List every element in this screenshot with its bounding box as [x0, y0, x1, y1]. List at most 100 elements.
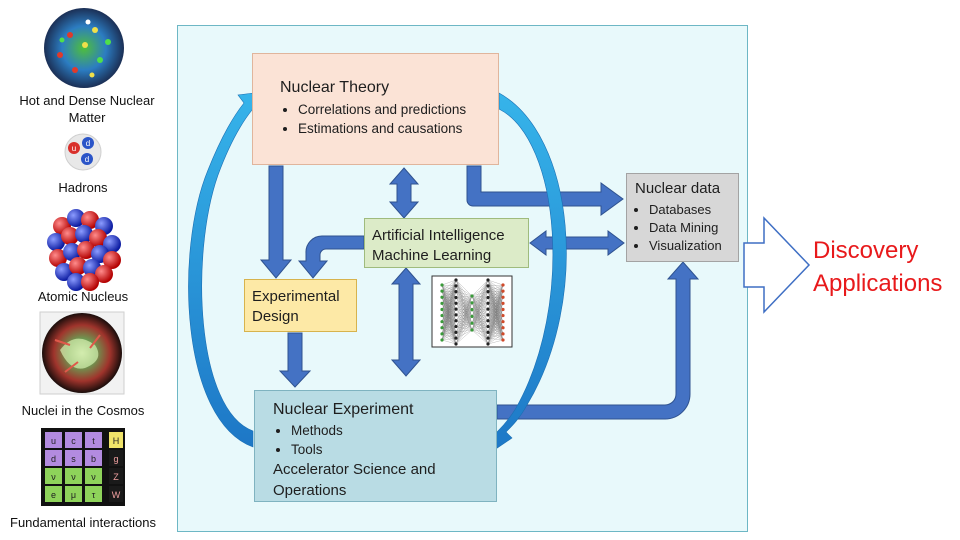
ai-line-2: Machine Learning [372, 247, 492, 264]
arrow-theory-to-data [466, 165, 624, 216]
nn-edge [487, 320, 504, 341]
arrow-ai-data [529, 230, 625, 256]
nn-edge [441, 326, 457, 341]
nn-edge [441, 279, 457, 334]
nn-node [454, 301, 458, 305]
particle-cell [85, 486, 102, 502]
nn-edge [471, 279, 489, 317]
nn-edge [487, 297, 504, 310]
nn-edge [455, 295, 473, 333]
nn-node [470, 294, 474, 298]
nn-edge [471, 285, 489, 331]
nn-edge [455, 285, 473, 324]
nn-edge [471, 329, 489, 345]
particle-cell [65, 468, 82, 484]
nn-edge [471, 314, 489, 331]
particle-cell [45, 450, 62, 466]
nn-edge [471, 302, 489, 310]
nn-edge [441, 279, 457, 316]
nn-edge [487, 279, 504, 286]
particle-symbol: t [92, 436, 95, 446]
nn-edge [455, 309, 473, 327]
theory-bullet-1: Correlations and predictions [298, 100, 498, 119]
nn-edge [455, 302, 473, 327]
nn-node [501, 301, 505, 305]
neural-network-icon [431, 275, 513, 348]
nn-edge [487, 303, 504, 316]
arrow-design-to-experiment [278, 332, 312, 388]
data-bullet-2: Data Mining [649, 219, 738, 237]
experiment-bullet-1: Methods [291, 421, 496, 440]
nn-edge [487, 315, 504, 345]
particle-symbol: c [71, 436, 76, 446]
neutron-ball [47, 233, 65, 251]
nn-edge [471, 285, 489, 324]
nn-edge [441, 297, 457, 341]
nn-edge [455, 309, 473, 321]
nn-edge [455, 291, 473, 331]
nuclear-theory-box: Nuclear Theory Correlations and predicti… [252, 53, 499, 165]
nn-node [440, 313, 444, 318]
nn-edge [487, 284, 504, 315]
nn-node [486, 336, 490, 340]
hadron-quark-2: d [86, 139, 90, 148]
nn-node [501, 307, 505, 312]
hadron-quark-1: u [72, 144, 76, 153]
boson-cell [109, 450, 123, 466]
nn-edge [471, 302, 489, 339]
nn-edge [441, 309, 457, 341]
nn-node [470, 308, 474, 312]
nn-node [470, 301, 474, 305]
nn-edge [455, 316, 473, 345]
proton-ball [81, 273, 99, 291]
nn-node [486, 330, 490, 334]
nn-edge [487, 279, 504, 292]
proton-ball [77, 241, 95, 259]
nn-edge [471, 297, 489, 317]
nuclear-experiment-box: Nuclear Experiment Methods Tools Acceler… [254, 390, 497, 502]
nn-edge [487, 291, 504, 310]
nn-edge [487, 297, 504, 316]
particle-cell [45, 468, 62, 484]
nn-edge [471, 285, 489, 310]
nn-edge [455, 297, 473, 331]
particle-symbol: g [113, 454, 118, 464]
nn-edge [487, 291, 504, 304]
neutron-ball [63, 243, 81, 261]
nn-edge [455, 320, 473, 324]
particle-symbol: Z [113, 472, 119, 482]
nn-node [454, 330, 458, 334]
nn-node [486, 290, 490, 294]
ai-line-1: Artificial Intelligence [372, 227, 505, 244]
nn-edge [455, 316, 473, 327]
nn-node [454, 290, 458, 294]
nn-node [470, 321, 474, 325]
nn-edge [487, 284, 504, 321]
nn-edge [471, 297, 489, 324]
nn-edge [455, 302, 473, 339]
nn-node [440, 289, 444, 293]
neutron-ball [75, 225, 93, 243]
nn-edge [455, 316, 473, 339]
nn-edge [441, 303, 457, 341]
nn-node [454, 342, 458, 346]
discovery-text: Discovery Applications [813, 234, 942, 300]
data-bullet-1: Databases [649, 201, 738, 219]
nn-edge [455, 295, 473, 321]
nn-edge [471, 291, 489, 317]
nn-node [454, 295, 458, 300]
nn-edge [455, 302, 473, 333]
nn-edge [471, 279, 489, 297]
nn-edge [441, 315, 457, 333]
nn-edge [441, 284, 457, 304]
arrow-theory-ai [388, 167, 420, 219]
nn-edge [471, 329, 489, 339]
nn-edge [455, 279, 473, 324]
nn-edge [471, 291, 489, 331]
particle-symbol: b [91, 454, 96, 464]
nn-edge [455, 323, 473, 327]
nn-node [470, 328, 474, 332]
proton-ball [69, 257, 87, 275]
